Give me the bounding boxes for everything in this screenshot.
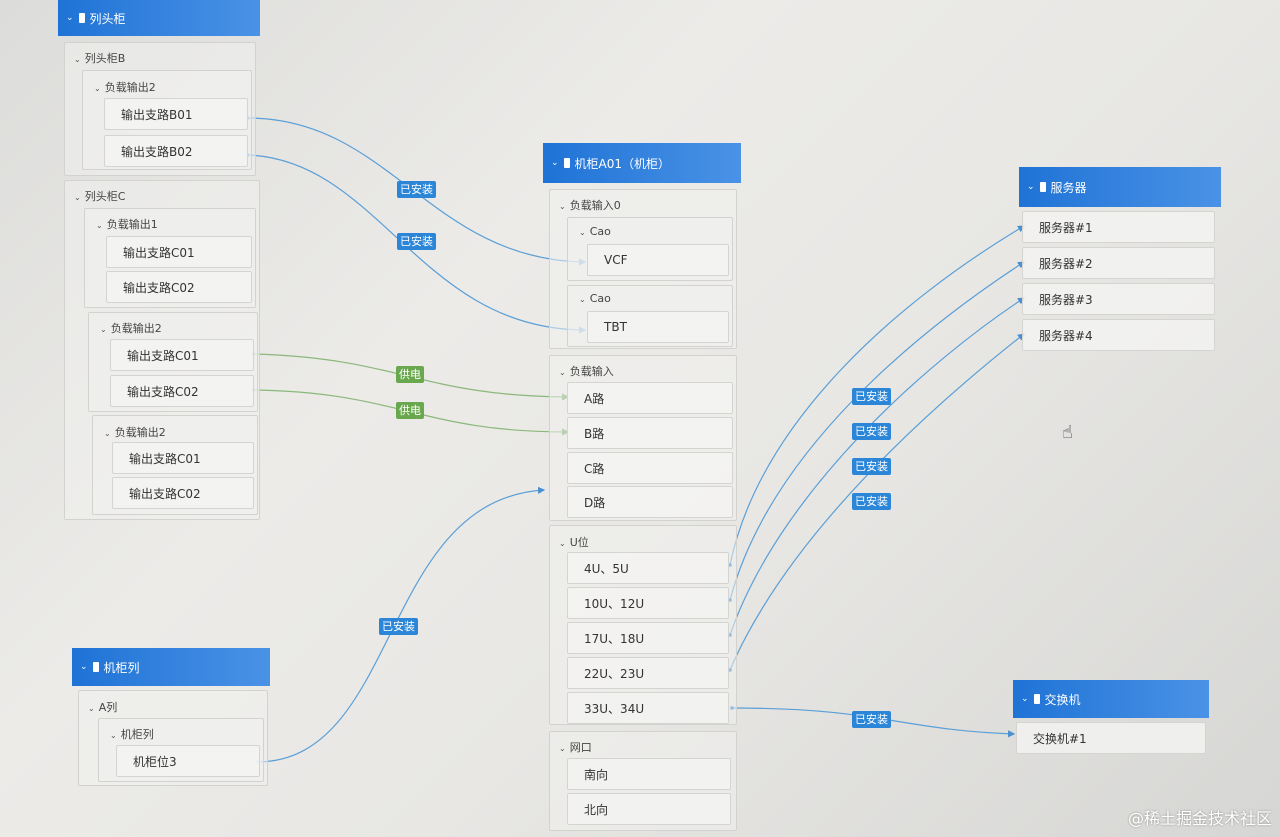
subgroup-label[interactable]: ⌄负载输出2 <box>100 322 162 335</box>
chevron-down-icon[interactable]: ⌄ <box>1021 694 1029 704</box>
chevron-down-icon[interactable]: ⌄ <box>579 295 586 304</box>
list-item[interactable]: 33U、34U <box>567 692 729 724</box>
list-item[interactable]: 输出支路C01 <box>106 236 252 268</box>
list-item[interactable]: 17U、18U <box>567 622 729 654</box>
list-item[interactable]: 服务器#2 <box>1022 247 1215 279</box>
list-item[interactable]: VCF <box>587 244 729 276</box>
status-badge-installed[interactable]: 已安装 <box>852 423 891 440</box>
panel-cabinet-column: ⌄ 机柜列 ⌄A列 ⌄机柜列 机柜位3 <box>72 648 270 788</box>
chevron-down-icon[interactable]: ⌄ <box>559 368 566 377</box>
chevron-down-icon[interactable]: ⌄ <box>66 13 74 23</box>
document-icon <box>92 662 99 672</box>
status-badge-installed[interactable]: 已安装 <box>397 233 436 250</box>
panel-title: 机柜A01（机柜） <box>574 156 671 171</box>
status-badge-installed[interactable]: 已安装 <box>397 181 436 198</box>
chevron-down-icon[interactable]: ⌄ <box>100 325 107 334</box>
status-badge-installed[interactable]: 已安装 <box>379 618 418 635</box>
list-item[interactable]: 输出支路B01 <box>104 98 248 130</box>
chevron-down-icon[interactable]: ⌄ <box>1027 182 1035 192</box>
list-item[interactable]: 南向 <box>567 758 731 790</box>
list-item[interactable]: 服务器#4 <box>1022 319 1215 351</box>
chevron-down-icon[interactable]: ⌄ <box>110 731 117 740</box>
group-label[interactable]: ⌄U位 <box>559 536 589 549</box>
group-label[interactable]: ⌄列头柜B <box>74 52 126 65</box>
panel-header[interactable]: ⌄ 列头柜 <box>58 0 260 36</box>
panel-title: 服务器 <box>1050 180 1087 195</box>
group-label[interactable]: ⌄列头柜C <box>74 190 126 203</box>
list-item[interactable]: 10U、12U <box>567 587 729 619</box>
document-icon <box>78 13 85 23</box>
list-item[interactable]: 输出支路B02 <box>104 135 248 167</box>
status-badge-installed[interactable]: 已安装 <box>852 711 891 728</box>
panel-title: 交换机 <box>1044 692 1081 707</box>
list-item[interactable]: 服务器#1 <box>1022 211 1215 243</box>
chevron-down-icon[interactable]: ⌄ <box>80 662 88 672</box>
panel-column-head-cabinet: ⌄ 列头柜 ⌄列头柜B ⌄负载输出2 输出支路B01 输出支路B02 ⌄列头柜C… <box>58 0 260 520</box>
list-item[interactable]: 北向 <box>567 793 731 825</box>
panel-title: 机柜列 <box>103 660 140 675</box>
list-item[interactable]: A路 <box>567 382 733 414</box>
document-icon <box>1039 182 1046 192</box>
list-item[interactable]: D路 <box>567 486 733 518</box>
link-u1-server1 <box>729 225 1026 566</box>
chevron-down-icon[interactable]: ⌄ <box>559 539 566 548</box>
document-icon <box>1033 694 1040 704</box>
list-item[interactable]: 输出支路C01 <box>112 442 254 474</box>
chevron-down-icon[interactable]: ⌄ <box>559 202 566 211</box>
chevron-down-icon[interactable]: ⌄ <box>96 221 103 230</box>
panel-switches: ⌄ 交换机 交换机#1 <box>1013 680 1209 756</box>
panel-header[interactable]: ⌄ 机柜列 <box>72 648 270 686</box>
subgroup-label[interactable]: ⌄Cao <box>579 292 611 305</box>
list-item[interactable]: C路 <box>567 452 733 484</box>
status-badge-installed[interactable]: 已安装 <box>852 493 891 510</box>
chevron-down-icon[interactable]: ⌄ <box>74 55 81 64</box>
document-icon <box>563 158 570 168</box>
subgroup-label[interactable]: ⌄负载输出2 <box>104 426 166 439</box>
subgroup-label[interactable]: ⌄Cao <box>579 225 611 238</box>
list-item[interactable]: TBT <box>587 311 729 343</box>
list-item[interactable]: 输出支路C02 <box>106 271 252 303</box>
status-badge-powered[interactable]: 供电 <box>396 366 424 383</box>
chevron-down-icon[interactable]: ⌄ <box>551 158 559 168</box>
panel-header[interactable]: ⌄ 服务器 <box>1019 167 1221 207</box>
watermark: @稀土掘金技术社区 <box>1127 809 1272 828</box>
list-item[interactable]: 机柜位3 <box>116 745 260 777</box>
status-badge-installed[interactable]: 已安装 <box>852 458 891 475</box>
list-item[interactable]: 输出支路C01 <box>110 339 254 371</box>
panel-header[interactable]: ⌄ 交换机 <box>1013 680 1209 718</box>
list-item[interactable]: 交换机#1 <box>1016 722 1206 754</box>
panel-servers: ⌄ 服务器 服务器#1 服务器#2 服务器#3 服务器#4 <box>1019 167 1221 355</box>
list-item[interactable]: 22U、23U <box>567 657 729 689</box>
panel-title: 列头柜 <box>89 11 126 26</box>
group-label[interactable]: ⌄网口 <box>559 741 592 754</box>
list-item[interactable]: B路 <box>567 417 733 449</box>
list-item[interactable]: 4U、5U <box>567 552 729 584</box>
panel-header[interactable]: ⌄ 机柜A01（机柜） <box>543 143 741 183</box>
group-label[interactable]: ⌄A列 <box>88 701 118 714</box>
subgroup-label[interactable]: ⌄负载输出2 <box>94 81 156 94</box>
chevron-down-icon[interactable]: ⌄ <box>88 704 95 713</box>
status-badge-powered[interactable]: 供电 <box>396 402 424 419</box>
chevron-down-icon[interactable]: ⌄ <box>94 84 101 93</box>
chevron-down-icon[interactable]: ⌄ <box>104 429 111 438</box>
subgroup-label[interactable]: ⌄负载输出1 <box>96 218 158 231</box>
list-item[interactable]: 输出支路C02 <box>112 477 254 509</box>
list-item[interactable]: 输出支路C02 <box>110 375 254 407</box>
hand-cursor-icon: ☝ <box>1062 422 1073 443</box>
chevron-down-icon[interactable]: ⌄ <box>579 228 586 237</box>
status-badge-installed[interactable]: 已安装 <box>852 388 891 405</box>
list-item[interactable]: 服务器#3 <box>1022 283 1215 315</box>
chevron-down-icon[interactable]: ⌄ <box>74 193 81 202</box>
chevron-down-icon[interactable]: ⌄ <box>559 744 566 753</box>
group-label[interactable]: ⌄负载输入0 <box>559 199 621 212</box>
panel-cabinet-a01: ⌄ 机柜A01（机柜） ⌄负载输入0 ⌄Cao VCF ⌄Cao TBT ⌄负载… <box>543 143 741 833</box>
subgroup-label[interactable]: ⌄机柜列 <box>110 728 154 741</box>
group-label[interactable]: ⌄负载输入 <box>559 365 614 378</box>
